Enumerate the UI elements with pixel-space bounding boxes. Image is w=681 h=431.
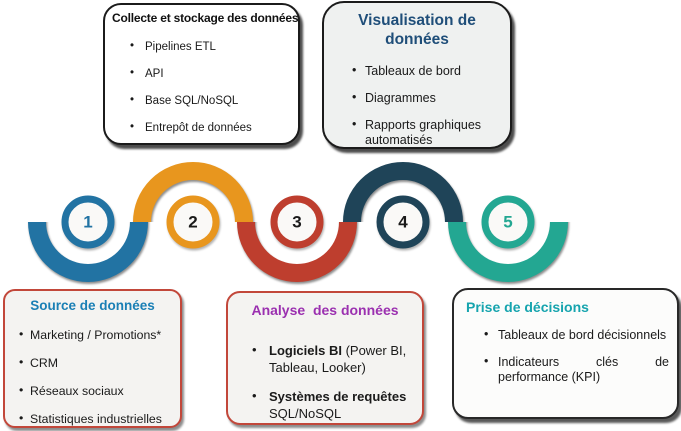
step-4: 4 [343, 162, 463, 282]
list-item: Logiciels BI (Power BI, Tableau, Looker) [252, 342, 416, 377]
list-item: CRM [19, 355, 180, 370]
list-item: Réseaux sociaux [19, 383, 180, 398]
list-item-rest: (Power BI, Tableau, Looker) [269, 343, 407, 375]
list-item-lead: Logiciels BI [269, 343, 342, 358]
source-title: Source de données [30, 298, 155, 313]
visualisation-title: Visualisation de données [358, 12, 476, 49]
visualisation-box: Visualisation de données Tableaux de bor… [322, 1, 512, 149]
collecte-title: Collecte et stockage des données [112, 11, 299, 25]
list-item: Marketing / Promotions* [19, 327, 180, 342]
list-item: Rapports graphiques automatisés [352, 117, 502, 148]
list-item: Indicateurs clés de performance (KPI) [484, 354, 669, 386]
source-list: Marketing / Promotions* CRM Réseaux soci… [19, 327, 180, 426]
step-3-circle: 3 [270, 195, 324, 249]
step-1-circle: 1 [61, 195, 115, 249]
list-item-rest: SQL/NoSQL [269, 405, 342, 421]
step-1-number: 1 [83, 212, 93, 231]
source-box: Source de données Marketing / Promotions… [3, 289, 182, 428]
step-2-circle: 2 [166, 195, 220, 249]
step-4-number: 4 [398, 212, 408, 231]
list-item: Statistiques industrielles [19, 411, 180, 426]
list-item: API [130, 67, 298, 80]
list-item: Tableaux de bord décisionnels [484, 327, 669, 344]
step-2-number: 2 [188, 212, 198, 231]
collecte-list: Pipelines ETL API Base SQL/NoSQL Entrepô… [130, 40, 298, 134]
list-item: Systèmes de requêtes SQL/NoSQL [252, 388, 416, 423]
list-item: Diagrammes [352, 90, 502, 106]
decision-title: Prise de décisions [466, 299, 589, 315]
analyse-box: Analyse des données Logiciels BI (Power … [226, 291, 424, 425]
analyse-list: Logiciels BI (Power BI, Tableau, Looker)… [252, 342, 416, 423]
list-item: Base SQL/NoSQL [130, 94, 298, 107]
analyse-title: Analyse des données [251, 302, 399, 318]
step-5-number: 5 [503, 212, 513, 231]
step-5-circle: 5 [481, 195, 535, 249]
decision-box: Prise de décisions Tableaux de bord déci… [452, 288, 679, 419]
step-5: 5 [448, 162, 568, 282]
collecte-box: Collecte et stockage des données Pipelin… [103, 3, 300, 145]
visualisation-list: Tableaux de bord Diagrammes Rapports gra… [352, 63, 502, 148]
step-3: 3 [237, 162, 357, 282]
step-2: 2 [133, 162, 253, 282]
decision-list: Tableaux de bord décisionnels Indicateur… [484, 327, 669, 386]
list-item: Tableaux de bord [352, 63, 502, 79]
list-item: Pipelines ETL [130, 40, 298, 53]
list-item: Entrepôt de données [130, 121, 298, 134]
step-4-circle: 4 [376, 195, 430, 249]
step-3-number: 3 [292, 212, 302, 231]
step-1: 1 [28, 162, 148, 282]
list-item-lead: Systèmes de requêtes [269, 388, 407, 404]
